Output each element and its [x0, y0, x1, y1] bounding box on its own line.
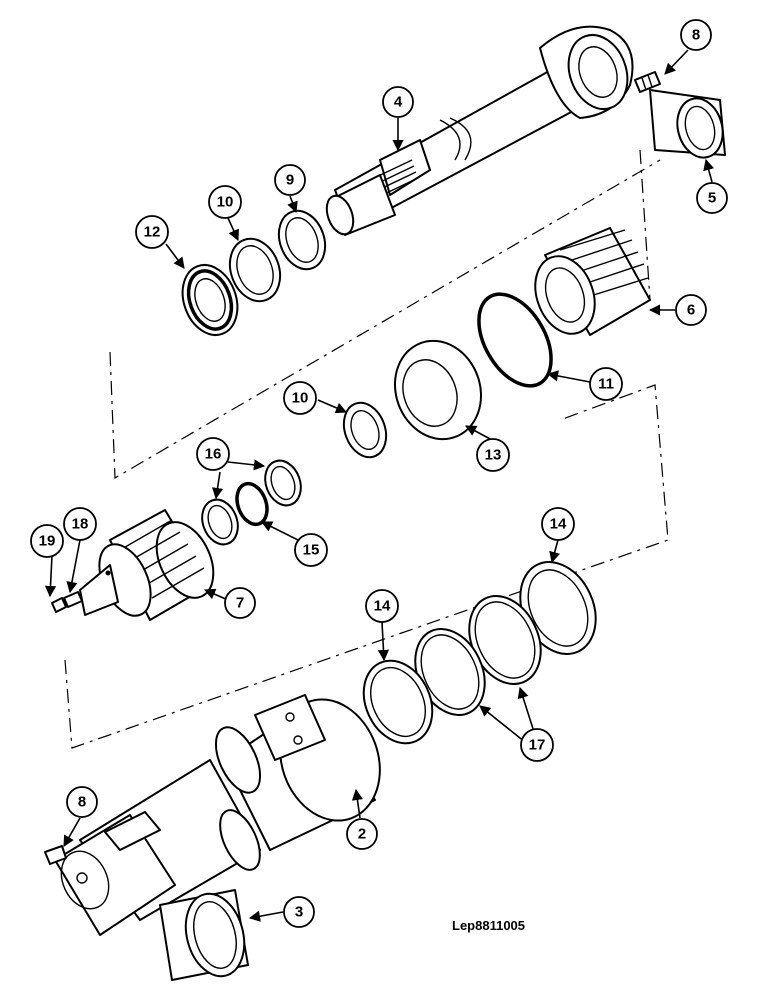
callout-label: 3	[295, 904, 303, 921]
callout-17: 17	[520, 728, 554, 762]
part-bushing-bottom	[159, 889, 249, 981]
callout-label: 5	[708, 190, 716, 207]
callout-10-lower: 10	[283, 381, 317, 415]
callout-label: 8	[692, 27, 700, 44]
callout-8-bottom: 8	[66, 786, 98, 818]
callout-4: 4	[382, 86, 414, 118]
part-rings-lower	[362, 561, 597, 745]
part-piston	[79, 509, 215, 621]
part-o-ring-11	[477, 292, 553, 388]
callout-label: 9	[286, 172, 294, 189]
callout-label: 2	[358, 826, 366, 843]
part-rings-16-15	[201, 459, 302, 546]
callout-label: 4	[394, 94, 403, 111]
callout-11: 11	[589, 367, 623, 401]
part-seal-13	[342, 339, 483, 459]
callout-label: 12	[144, 224, 161, 241]
callout-label: 6	[687, 302, 695, 319]
part-piston-rod	[325, 25, 634, 236]
part-grease-nipple-top	[634, 71, 661, 93]
callout-19: 19	[30, 524, 64, 558]
callout-10-top: 10	[208, 185, 242, 219]
callout-2: 2	[346, 818, 378, 850]
callout-5: 5	[696, 182, 728, 214]
callout-label: 14	[374, 598, 391, 615]
callout-6: 6	[675, 294, 707, 326]
leader-lines	[44, 49, 715, 922]
figure-reference-code: Lep8811005	[452, 918, 525, 933]
assembly-dash-lines	[64, 149, 669, 749]
callout-15: 15	[294, 533, 328, 567]
callout-label: 7	[236, 595, 244, 612]
callout-label: 15	[303, 542, 320, 559]
callout-label: 17	[529, 737, 546, 754]
callout-18: 18	[63, 507, 97, 541]
callout-9: 9	[274, 164, 306, 196]
callout-label: 19	[39, 533, 56, 550]
callout-label: 10	[292, 390, 309, 407]
part-grease-nipple-bottom	[44, 845, 67, 865]
callout-14-left: 14	[365, 589, 399, 623]
part-gland	[534, 227, 651, 336]
callout-label: 10	[217, 194, 234, 211]
callout-14-right: 14	[541, 507, 575, 541]
callout-12: 12	[135, 215, 169, 249]
callout-8-top: 8	[680, 19, 712, 51]
part-cylinder-tube	[54, 694, 381, 936]
callout-3: 3	[283, 896, 315, 928]
callout-label: 11	[598, 376, 614, 393]
callout-13: 13	[476, 438, 510, 472]
part-rings-upper	[181, 209, 327, 336]
part-set-screws	[51, 591, 83, 613]
callout-label: 8	[78, 794, 86, 811]
part-bushing-top	[649, 89, 726, 159]
callout-label: 13	[485, 447, 502, 464]
callout-label: 16	[205, 446, 222, 463]
callout-7: 7	[224, 587, 256, 619]
callout-label: 18	[72, 516, 89, 533]
callout-16: 16	[196, 437, 230, 471]
callout-label: 14	[550, 516, 567, 533]
